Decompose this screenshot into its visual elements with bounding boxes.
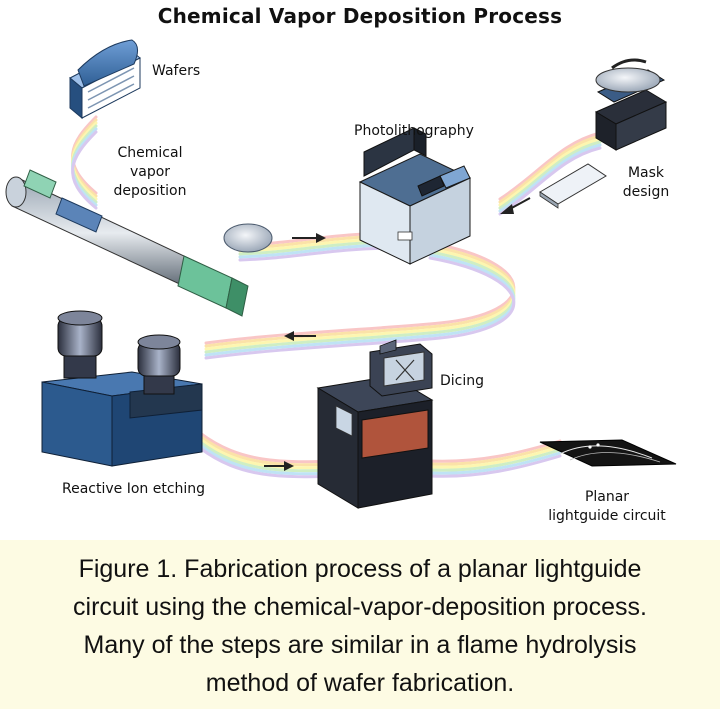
ribbon-stripe [204,253,516,357]
ribbon-stripe [498,131,602,201]
label-cvd: Chemical vapor deposition [112,144,188,201]
label-cvd-line: vapor [129,164,171,180]
mask-projector-icon [594,58,668,151]
ribbon-stripe [204,241,516,345]
flow-arrow-icon [264,197,531,471]
lightguide-chip-icon [539,439,677,467]
ribbon-stripe [428,454,562,478]
label-photolithography: Photolithography [354,123,474,139]
label-cvd-line: Chemical [117,145,183,161]
ribbon-stripe [428,451,562,475]
label-mask-line: design [622,184,670,200]
process-diagram [5,39,677,509]
ribbon-stripe [204,247,516,351]
ribbon-stripe [498,143,602,213]
ribbon-stripe [204,256,516,360]
label-mask-line: Mask [627,165,665,181]
ribbon-stripe [71,130,98,210]
caption-line: method of wafer fabrication. [205,669,515,697]
ribbon-stripe [428,448,562,472]
label-mask-design: Mask design [616,164,676,202]
label-cvd-line: deposition [113,183,187,199]
photolithography-machine-icon [358,127,472,265]
ribbon-stripe [428,445,562,469]
cvd-furnace-icon [5,169,249,317]
process-flow-ribbons [71,115,602,479]
figure-caption: Figure 1. Fabrication process of a plana… [0,540,720,709]
etching-machine-icon [41,310,203,467]
label-dicing: Dicing [440,373,485,389]
label-reactive-ion-etching: Reactive Ion etching [62,481,206,497]
wafer-disc-icon [223,223,273,253]
ribbon-stripe [498,146,602,216]
label-planar-line: Planar [584,489,630,505]
wafer-box-icon [69,39,141,120]
ribbon-stripe [498,134,602,204]
dicing-machine-icon [316,339,434,509]
ribbon-stripe [428,442,562,466]
ribbon-stripe [498,140,602,210]
label-planar-lightguide: Planar lightguide circuit [542,488,672,526]
ribbon-stripe [498,137,602,207]
caption-line: circuit using the chemical-vapor-deposit… [73,593,647,621]
caption-line: Figure 1. Fabrication process of a plana… [78,555,642,583]
diagram-title: Chemical Vapor Deposition Process [157,4,563,28]
label-wafers: Wafers [152,63,201,79]
ribbon-stripe [204,250,516,354]
label-planar-line: lightguide circuit [548,508,666,524]
ribbon-stripe [204,244,516,348]
mask-plate-icon [539,163,607,209]
caption-line: Many of the steps are similar in a flame… [83,631,637,659]
